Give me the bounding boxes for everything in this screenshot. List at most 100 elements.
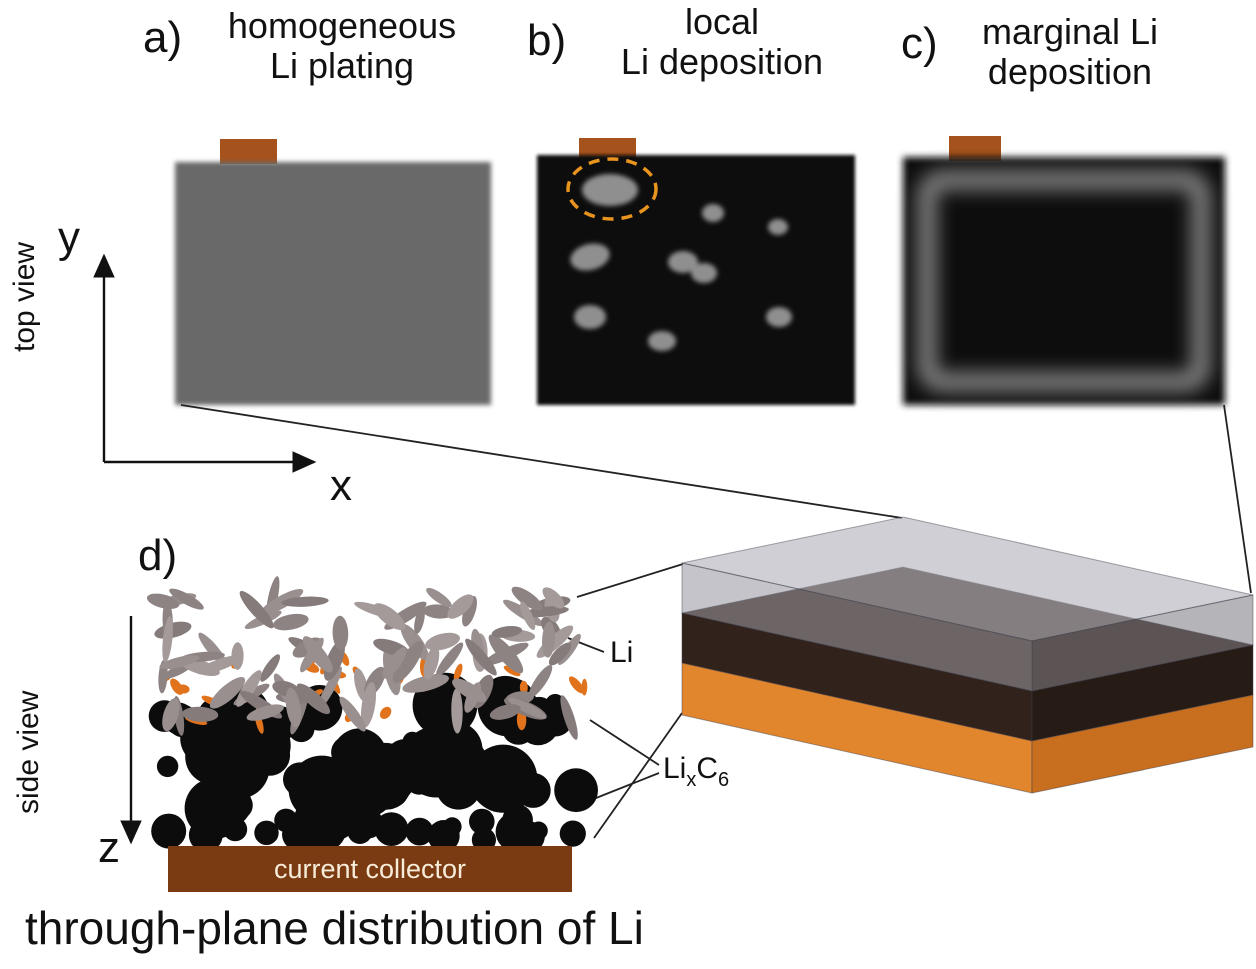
panel-b-label: b)	[527, 16, 566, 65]
li-flake	[182, 706, 219, 722]
li-deposit-spot	[570, 243, 610, 271]
panel-a: a) homogeneous Li plating	[143, 5, 491, 405]
lixc6-base1: Li	[663, 752, 686, 785]
sei-speck	[503, 665, 521, 677]
li-flake	[542, 587, 565, 609]
li-flake	[511, 586, 543, 611]
panel-a-title-line2: Li plating	[270, 45, 414, 86]
panel-b: b) local Li deposition	[527, 1, 855, 405]
sei-speck	[379, 706, 392, 720]
side-view-label: side view	[12, 690, 45, 814]
pointer-lixc6-upper	[589, 719, 660, 766]
li-flake	[382, 647, 407, 679]
graphite-particle	[304, 784, 326, 806]
li-flake	[489, 704, 521, 720]
graphite-particle	[400, 726, 473, 798]
li-deposit-spot	[668, 251, 698, 273]
lixc6-sub1: x	[686, 769, 696, 791]
li-flake	[154, 621, 192, 639]
graphite-particle	[254, 820, 279, 845]
li-flake	[209, 677, 246, 709]
li-flake	[542, 621, 555, 658]
graphite-particle	[515, 772, 551, 808]
connector-particles-to-box-top	[576, 563, 684, 598]
li-annotation: Li	[610, 636, 633, 669]
li-flake	[239, 590, 274, 629]
li-flake	[426, 587, 452, 608]
x-axis-label: x	[330, 461, 352, 510]
sei-speck	[519, 680, 528, 695]
panel-b-title-line2: Li deposition	[621, 41, 823, 82]
li-flake	[462, 595, 477, 627]
li-flake	[528, 664, 553, 698]
panel-a-tab	[220, 139, 277, 164]
li-flake	[272, 613, 309, 631]
li-flake	[507, 697, 547, 719]
li-flake	[360, 682, 377, 728]
li-flake	[414, 607, 425, 634]
y-axis-label: y	[58, 213, 80, 262]
lixc6-base2: C	[696, 752, 718, 785]
li-flakes-group	[146, 576, 581, 740]
sei-speck	[453, 663, 463, 681]
li-flake	[332, 615, 349, 651]
lixc6-annotation: LixC6	[663, 752, 729, 791]
panel-b-title-line1: local	[685, 1, 759, 42]
li-flake	[197, 655, 241, 675]
li-flake	[402, 674, 449, 693]
sei-speck	[568, 676, 585, 694]
li-flake	[285, 687, 302, 728]
graphite-particle	[374, 812, 409, 846]
graphite-particle	[471, 827, 496, 853]
li-flake	[548, 642, 572, 666]
li-flake	[159, 655, 200, 670]
li-flake	[281, 596, 329, 607]
panel-b-li-deposits	[570, 174, 792, 351]
graphite-particle	[442, 817, 462, 837]
sei-speck	[581, 678, 588, 696]
li-deposit-spot	[582, 174, 638, 206]
graphite-particle	[151, 813, 187, 849]
li-flake	[169, 588, 204, 610]
li-flake	[491, 625, 523, 638]
graphite-particle	[308, 767, 329, 787]
li-flake	[146, 593, 180, 610]
li-flake	[260, 654, 281, 682]
panel-c-electrode	[903, 157, 1225, 405]
li-flake	[465, 638, 497, 676]
figure-caption: through-plane distribution of Li	[25, 902, 644, 954]
panel-a-electrode	[175, 162, 491, 405]
li-flake	[560, 695, 578, 740]
li-flake	[259, 589, 304, 616]
li-flake	[452, 678, 487, 703]
graphite-particle	[228, 713, 291, 777]
graphite-particle	[495, 812, 535, 852]
li-flake	[451, 688, 463, 734]
connector-particles-to-box-bottom	[593, 712, 683, 839]
graphite-particle	[469, 808, 495, 835]
top-view-label: top view	[8, 242, 41, 352]
li-flake	[302, 636, 333, 673]
li-flake	[162, 616, 173, 663]
li-flake	[318, 666, 342, 710]
graphite-particle	[554, 768, 598, 813]
li-flake	[373, 603, 406, 630]
graphite-particle	[180, 710, 236, 766]
li-flake	[483, 642, 529, 666]
graphite-particle	[405, 817, 434, 846]
li-deposit-spot	[766, 307, 792, 327]
panel-c-tab	[949, 136, 1001, 161]
graphite-particle	[320, 783, 354, 817]
li-flake	[392, 640, 424, 683]
detail-d-label: d)	[138, 531, 177, 580]
li-deposit-spot	[691, 263, 717, 283]
current-collector-bar	[168, 846, 572, 892]
current-collector-label: current collector	[274, 854, 466, 884]
panel-c: c) marginal Li deposition	[901, 11, 1225, 405]
top-view-axes	[93, 253, 317, 473]
li-deposit-spot	[574, 305, 606, 329]
li-flake	[236, 670, 262, 707]
li-flake	[423, 646, 440, 680]
panel-a-title-line1: homogeneous	[228, 5, 456, 46]
